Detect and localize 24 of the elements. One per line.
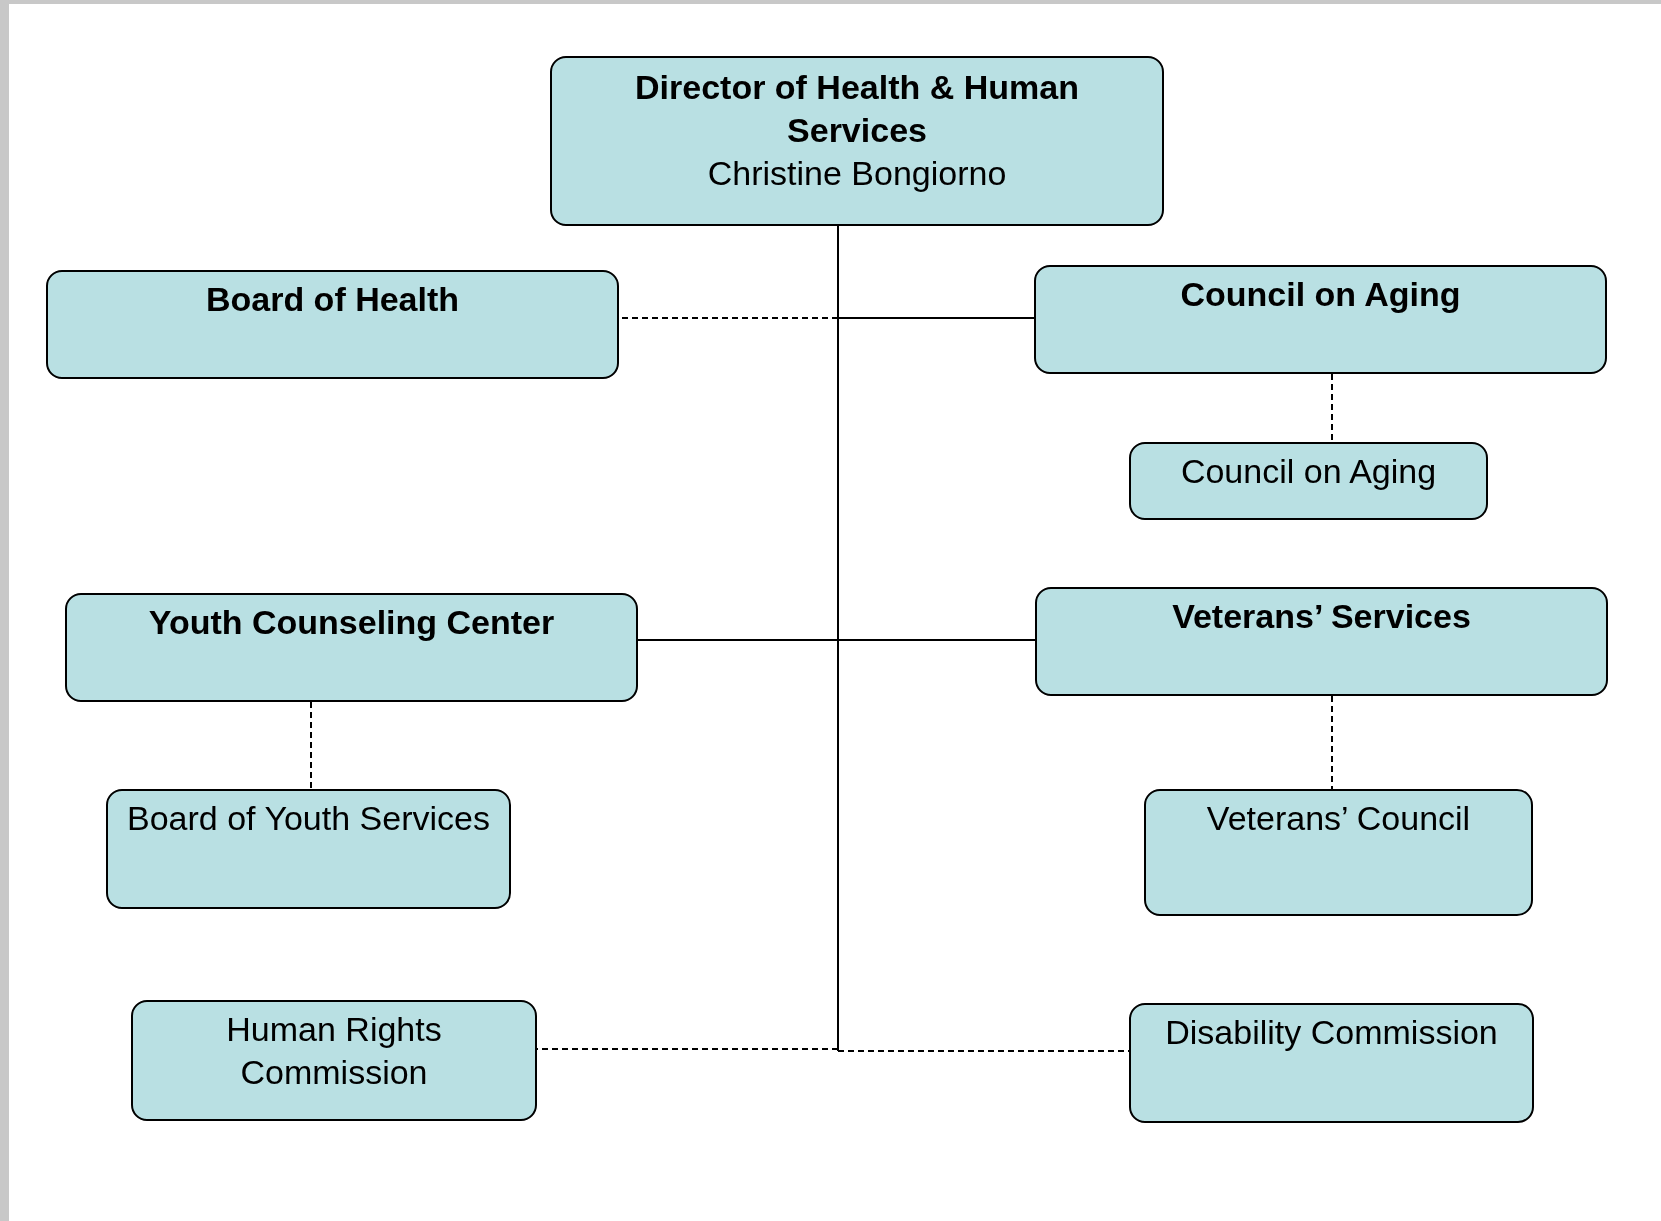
- org-box: [550, 56, 1164, 226]
- connector-line: [1331, 373, 1333, 443]
- org-box: [46, 270, 619, 379]
- org-box: [65, 593, 638, 702]
- org-box: [1144, 789, 1533, 916]
- unit-name: Disability Commission: [1165, 1012, 1498, 1053]
- unit-name: Board of Youth Services: [127, 798, 490, 839]
- org-box: [1129, 442, 1488, 520]
- unit-name: Veterans’ Council: [1206, 798, 1471, 839]
- connector-line: [1331, 695, 1333, 790]
- org-box: [1034, 265, 1607, 374]
- unit-title: Council on Aging: [1180, 274, 1461, 315]
- unit-title: Youth Counseling Center: [148, 602, 555, 643]
- org-box: [1035, 587, 1608, 696]
- connector-line: [310, 701, 312, 790]
- unit-title: Director of Health & Human Services: [634, 67, 1080, 151]
- org-box: [1129, 1003, 1534, 1123]
- unit-name: Human Rights Commission: [225, 1009, 443, 1093]
- unit-title: Veterans’ Services: [1172, 596, 1471, 637]
- unit-name: Christine Bongiorno: [707, 153, 1007, 194]
- org-box: [106, 789, 511, 909]
- org-box: [131, 1000, 537, 1121]
- unit-name: Council on Aging: [1180, 451, 1437, 492]
- unit-title: Board of Health: [205, 279, 460, 320]
